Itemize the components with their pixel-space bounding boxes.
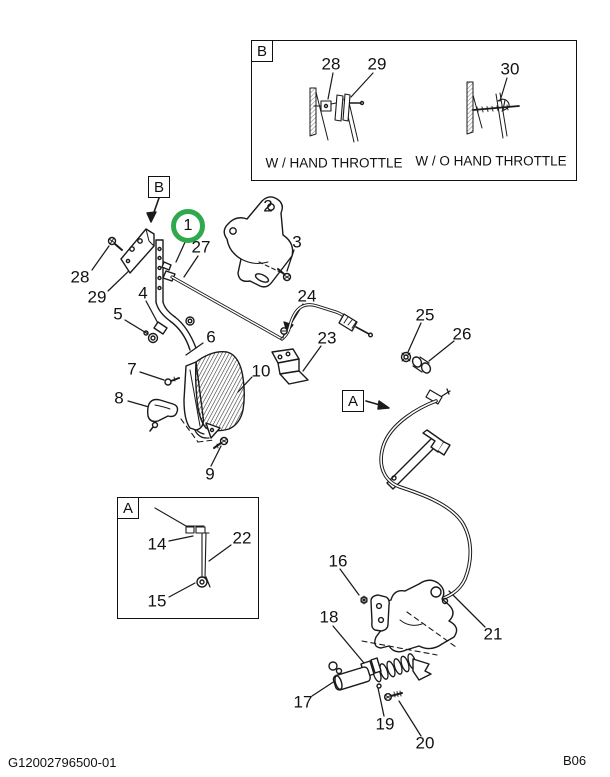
inset-a-box	[117, 497, 259, 619]
lever-strip	[155, 239, 176, 322]
callout-3: 3	[292, 232, 302, 252]
callout-8: 8	[114, 388, 124, 408]
inset-b-art-with-hand-throttle	[309, 72, 374, 143]
pedal-pad-10	[183, 351, 245, 432]
ref-b-arrow	[146, 197, 160, 223]
bell-crank-assembly	[328, 579, 458, 702]
pedal-underside	[180, 418, 221, 443]
bolt-9	[213, 436, 229, 449]
callout-5: 5	[113, 304, 123, 324]
inset-b-callout-29: 29	[367, 54, 387, 74]
callout-19: 19	[375, 714, 395, 734]
inset-b-callout-30: 30	[500, 59, 520, 79]
callout-28: 28	[70, 267, 90, 287]
clamp-8	[146, 398, 179, 432]
throttle-rod-27	[162, 270, 374, 341]
callout-17: 17	[293, 692, 313, 712]
inset-a-callout-15: 15	[147, 591, 167, 611]
callout-23: 23	[317, 328, 337, 348]
callout-21: 21	[483, 624, 503, 644]
callout-4: 4	[138, 283, 148, 303]
bolt-28	[107, 236, 123, 251]
cable-bracket-23	[271, 348, 309, 385]
inset-b-label: B	[251, 40, 273, 62]
bolt-3	[277, 268, 292, 282]
bolt-20	[384, 690, 403, 702]
inset-b-box	[251, 40, 577, 181]
callout-1: 1	[183, 217, 193, 234]
ref-a-arrow	[365, 400, 390, 410]
inset-b-callout-28: 28	[321, 54, 341, 74]
callout-7: 7	[127, 359, 137, 379]
part-number: G12002796500-01	[8, 755, 117, 770]
callout-2: 2	[263, 196, 273, 216]
bolt-7	[164, 376, 180, 386]
bushing-26	[411, 356, 432, 374]
callout-leader-lines	[91, 212, 486, 737]
callout-27: 27	[191, 237, 211, 257]
caption-with-hand-throttle: W / HAND THROTTLE	[265, 155, 403, 171]
callout-20: 20	[415, 733, 435, 753]
callout-29: 29	[87, 287, 107, 307]
callout-1-highlight-circle: 1	[171, 209, 205, 243]
callout-24: 24	[297, 286, 317, 306]
damper-cylinder-17	[332, 666, 371, 691]
caption-without-hand-throttle: W / O HAND THROTTLE	[415, 153, 567, 169]
ref-b-box: B	[148, 176, 170, 198]
throttle-cable-21	[379, 388, 473, 602]
callout-10: 10	[251, 361, 271, 381]
inset-a-callout-14: 14	[147, 534, 167, 554]
mounting-bracket-2	[223, 196, 294, 288]
support-tube	[386, 429, 451, 490]
inset-a-label: A	[117, 497, 139, 519]
callout-26: 26	[452, 324, 472, 344]
callout-6: 6	[206, 327, 216, 347]
nut-25	[400, 351, 412, 363]
callout-16: 16	[328, 551, 348, 571]
callout-25: 25	[415, 305, 435, 325]
ref-a-box: A	[342, 390, 364, 412]
upper-bracket	[120, 228, 155, 274]
hardware-4-5	[143, 316, 195, 344]
callout-18: 18	[319, 607, 339, 627]
page-code: B06	[563, 753, 587, 768]
inset-a-callout-22: 22	[232, 528, 252, 548]
inset-b-art-without-hand-throttle	[466, 77, 520, 139]
inset-a-art	[154, 507, 211, 588]
callout-9: 9	[205, 464, 215, 484]
